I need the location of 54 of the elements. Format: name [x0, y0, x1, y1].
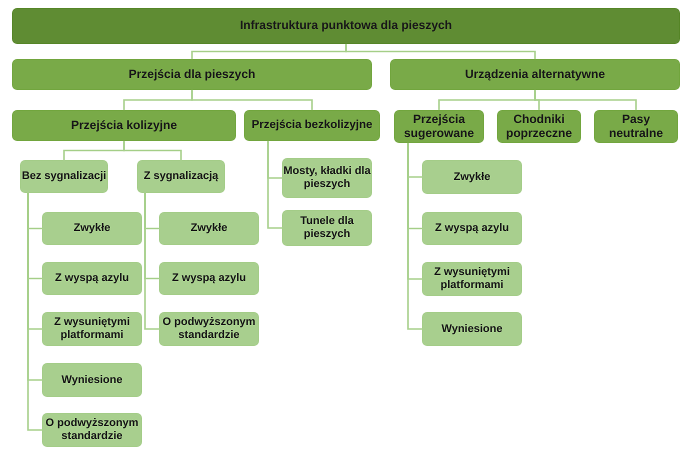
category-box [159, 212, 259, 245]
category-box [422, 212, 522, 245]
category-box [390, 59, 680, 90]
category-label: Infrastruktura punktowa dla pieszych [240, 19, 452, 33]
category-label: Urządzenia alternatywne [464, 68, 606, 82]
category-label: Przejścia dla pieszych [128, 68, 256, 82]
category-box [422, 312, 522, 346]
category-label: Zwykłe [190, 222, 228, 235]
category-label: Wyniesione [442, 322, 502, 336]
category-label: Tunele dla pieszych [299, 215, 355, 241]
category-label: Chodniki poprzeczne [504, 112, 573, 140]
category-box [282, 210, 372, 246]
category-label: Z wyspą azylu [172, 272, 246, 285]
connector-line [407, 143, 422, 330]
category-label: Przejścia kolizyjne [70, 118, 178, 132]
category-label: Z wyspą azylu [435, 222, 509, 235]
category-box [12, 8, 680, 44]
connector-line [345, 44, 536, 59]
category-box [42, 212, 142, 245]
category-box [594, 110, 678, 143]
category-label: Zwykłe [454, 170, 490, 184]
category-box [244, 110, 380, 141]
category-label: Mosty, kładki dla pieszych [282, 165, 372, 191]
category-box [422, 262, 522, 296]
connector-line [144, 193, 159, 330]
category-label: Zwykłe [74, 222, 110, 235]
category-label: O podwyższonym standardzie [44, 417, 140, 443]
category-label: Z sygnalizacją [144, 170, 218, 183]
category-box [20, 160, 108, 193]
category-label: Przejścia sugerowane [402, 112, 476, 140]
connector-line [191, 90, 313, 110]
category-box [282, 158, 372, 198]
category-box [394, 110, 484, 143]
connector-line [27, 193, 42, 431]
connector-line [267, 141, 282, 229]
category-label: Z wyspą azylu [55, 272, 129, 285]
connector-line [534, 90, 637, 110]
category-label: Przejścia bezkolizyjne [252, 118, 372, 132]
category-box [42, 363, 142, 397]
category-box [497, 110, 581, 143]
category-box [42, 262, 142, 295]
category-label: Z wysuniętymi platformami [53, 316, 131, 342]
category-box [137, 160, 225, 193]
category-label: O podwyższonym standardzie [162, 316, 256, 342]
category-box [422, 160, 522, 194]
category-label: Pasy neutralne [608, 112, 664, 140]
category-label: Wyniesione [62, 374, 122, 386]
category-box [42, 312, 142, 346]
category-box [159, 262, 259, 295]
connector-line [123, 141, 182, 160]
category-label: Z wysuniętymi platformami [433, 266, 511, 292]
category-box [12, 110, 236, 141]
category-box [12, 59, 372, 90]
category-label: Bez sygnalizacji [22, 170, 106, 183]
